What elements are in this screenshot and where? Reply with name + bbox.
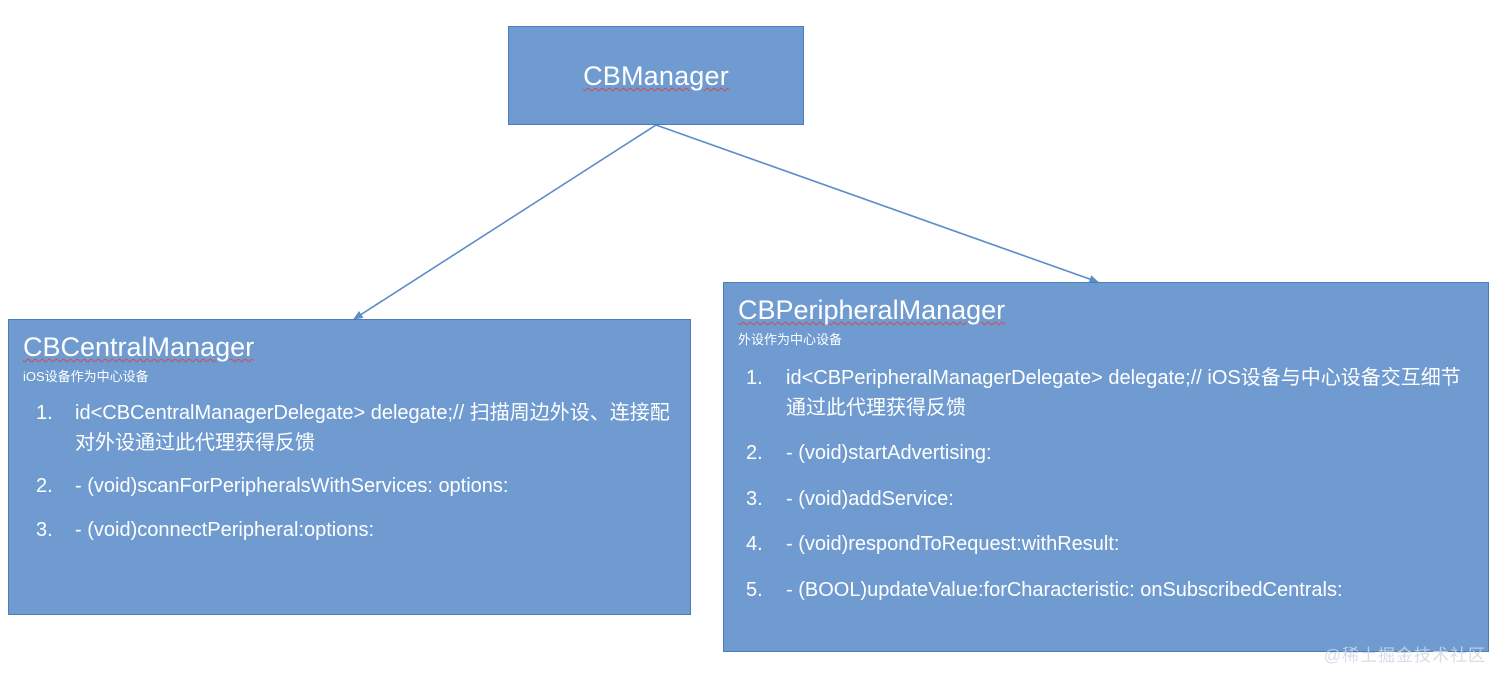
node-cbperipheralmanager[interactable]: CBPeripheralManager 外设作为中心设备 1. id<CBPer… <box>723 282 1489 652</box>
list-item-number: 1. <box>36 401 53 424</box>
list-item-text: - (BOOL)updateValue:forCharacteristic: o… <box>786 578 1343 601</box>
node-cbcentralmanager-title: CBCentralManager <box>23 332 255 362</box>
node-cbmanager[interactable]: CBManager <box>508 26 804 125</box>
list-item-text: id<CBPeripheralManagerDelegate> delegate… <box>786 366 1461 420</box>
arrow-cbmanager-to-cbcentralmanager <box>353 124 657 320</box>
node-cbmanager-title: CBManager <box>583 61 729 91</box>
node-cbcentralmanager[interactable]: CBCentralManager iOS设备作为中心设备 1. id<CBCen… <box>8 319 691 615</box>
node-cbcentralmanager-subtitle: iOS设备作为中心设备 <box>23 369 149 385</box>
list-item-number: 4. <box>746 533 763 556</box>
list-item-text: id<CBCentralManagerDelegate> delegate;//… <box>75 401 670 455</box>
list-item-number: 5. <box>746 578 763 601</box>
list-item-number: 3. <box>36 518 53 541</box>
list-item-number: 1. <box>746 366 763 389</box>
list-item: 1. id<CBCentralManagerDelegate> delegate… <box>23 398 676 459</box>
list-item: 2. - (void)scanForPeripheralsWithService… <box>23 471 676 501</box>
list-item-text: - (void)connectPeripheral:options: <box>75 518 375 541</box>
list-item: 1. id<CBPeripheralManagerDelegate> deleg… <box>738 363 1474 424</box>
list-item: 4. - (void)respondToRequest:withResult: <box>738 529 1474 559</box>
watermark: @稀土掘金技术社区 <box>1323 646 1486 665</box>
arrow-cbmanager-to-cbperipheralmanager <box>655 124 1099 284</box>
list-item-number: 2. <box>36 475 53 498</box>
list-item-text: - (void)scanForPeripheralsWithServices: … <box>75 475 509 498</box>
list-item: 2. - (void)startAdvertising: <box>738 438 1474 468</box>
node-cbcentralmanager-list: 1. id<CBCentralManagerDelegate> delegate… <box>23 398 676 546</box>
node-cbperipheralmanager-subtitle: 外设作为中心设备 <box>738 332 843 348</box>
node-cbperipheralmanager-title: CBPeripheralManager <box>738 295 1006 325</box>
list-item-text: - (void)respondToRequest:withResult: <box>786 533 1120 556</box>
list-item: 3. - (void)connectPeripheral:options: <box>23 515 676 545</box>
list-item-number: 2. <box>746 442 763 465</box>
node-cbperipheralmanager-list: 1. id<CBPeripheralManagerDelegate> deleg… <box>738 363 1474 605</box>
list-item-text: - (void)addService: <box>786 487 954 510</box>
list-item: 5. - (BOOL)updateValue:forCharacteristic… <box>738 575 1474 605</box>
list-item: 3. - (void)addService: <box>738 484 1474 514</box>
list-item-number: 3. <box>746 487 763 510</box>
list-item-text: - (void)startAdvertising: <box>786 442 992 465</box>
